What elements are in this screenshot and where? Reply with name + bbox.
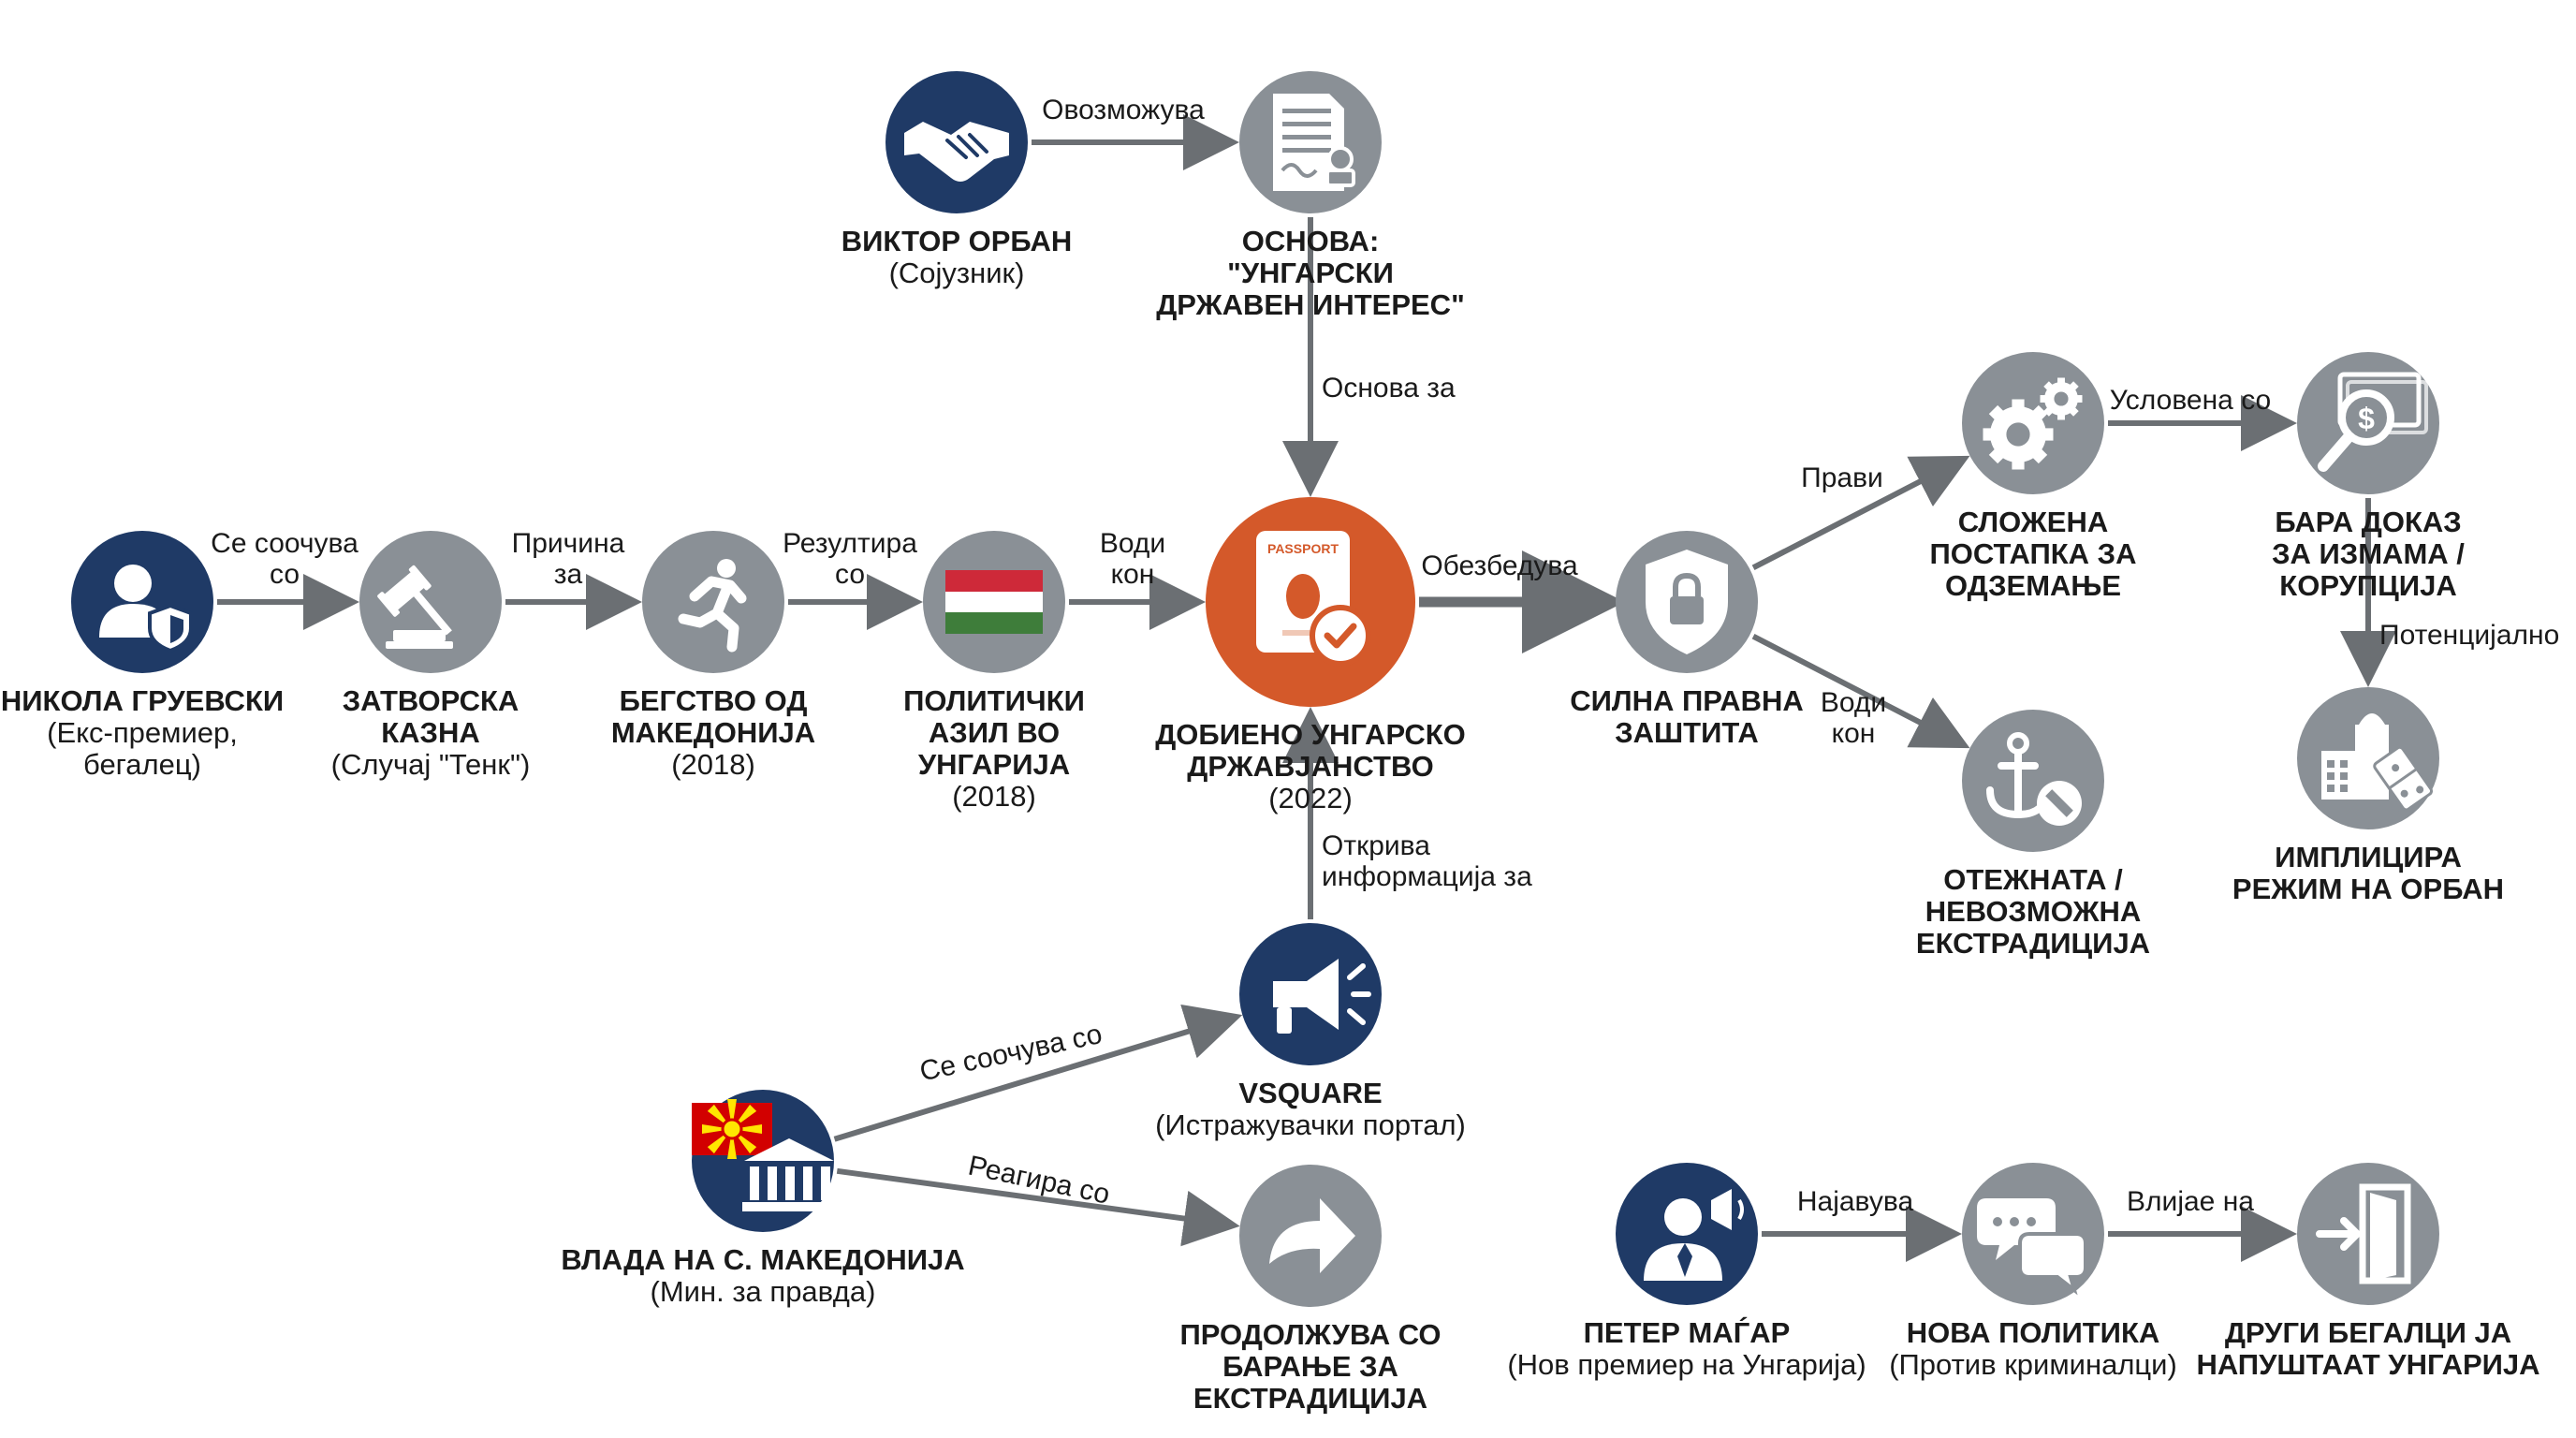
edge-protection-to-procedure [1751,455,1970,570]
megaphone-icon [1273,959,1371,1034]
node-circle-extradition_hard [1962,710,2104,852]
node-government: ВЛАДА НА С. МАКЕДОНИЈА(Мин. за правда) [561,1090,965,1308]
anchor-block-icon [1986,732,2082,826]
node-policy: НОВА ПОЛИТИКА(Против криминалци) [1889,1163,2177,1381]
macedonia-government-icon [692,1099,836,1211]
speech-bubbles-icon [1977,1198,2087,1296]
edge-label-government-to-vsquare: Се соочува со [917,1019,1105,1087]
edge-label-protection-to-procedure: Прави [1801,462,1883,493]
edge-label-proof-to-implicates: Потенцијално [2379,620,2559,651]
node-circle-leave [2297,1163,2439,1305]
edge-label-basis-to-citizenship: Основа за [1322,373,1456,404]
node-label-gruevski: НИКОЛА ГРУЕВСКИ(Екс-премиер,бегалец) [1,684,284,781]
edge-government-to-continues [836,1167,1240,1247]
handshake-icon [904,122,1009,182]
person-shield-icon [99,565,193,653]
edge-label-magyar-to-policy: Најавува [1797,1186,1914,1217]
building-domino-icon [2321,713,2434,812]
node-gruevski: НИКОЛА ГРУЕВСКИ(Екс-премиер,бегалец) [1,531,284,781]
edge-label-procedure-to-proof: Условена со [2110,385,2271,416]
nodes-layer: НИКОЛА ГРУЕВСКИ(Екс-премиер,бегалец) ЗАТВ… [1,71,2540,1415]
gavel-icon [377,565,453,649]
hungary-flag-icon [945,570,1043,634]
node-circle-gruevski [71,531,213,673]
node-circle-escape [642,531,784,673]
forward-arrow-icon [1269,1198,1355,1273]
node-magyar: ПЕТЕР МАЃАР(Нов премиер на Унгарија) [1507,1163,1866,1381]
edge-protection-to-extradition_hard [1751,634,1970,749]
gears-icon [1983,377,2083,470]
passport-icon: PASSPORT [1256,531,1371,667]
node-vsquare: VSQUARE(Истражувачки портал) [1155,923,1466,1141]
edge-government-to-vsquare [833,1004,1243,1142]
node-orban: ВИКТОР ОРБАН(Сојузник) [842,71,1073,289]
exit-door-icon [2316,1183,2411,1284]
edge-label-orban-to-basis: Овозможува [1042,95,1205,125]
edge-label-policy-to-leave: Влијае на [2127,1186,2254,1217]
svg-text:$: $ [2358,402,2375,435]
node-label-magyar: ПЕТЕР МАЃАР(Нов премиер на Унгарија) [1507,1316,1866,1381]
edge-label-citizenship-to-protection: Обезбедува [1421,550,1578,581]
node-label-policy: НОВА ПОЛИТИКА(Против криминалци) [1889,1316,2177,1381]
node-label-orban: ВИКТОР ОРБАН(Сојузник) [842,225,1073,289]
node-circle-sentence [359,531,502,673]
magnifier-money-icon: $ [2318,372,2428,472]
speaker-person-icon [1644,1189,1744,1281]
svg-text:PASSPORT: PASSPORT [1267,541,1339,556]
shield-lock-icon [1646,550,1728,654]
running-person-icon [678,559,747,653]
document-stamp-icon [1273,94,1355,191]
node-label-vsquare: VSQUARE(Истражувачки портал) [1155,1077,1466,1141]
node-label-government: ВЛАДА НА С. МАКЕДОНИЈА(Мин. за правда) [561,1243,964,1308]
